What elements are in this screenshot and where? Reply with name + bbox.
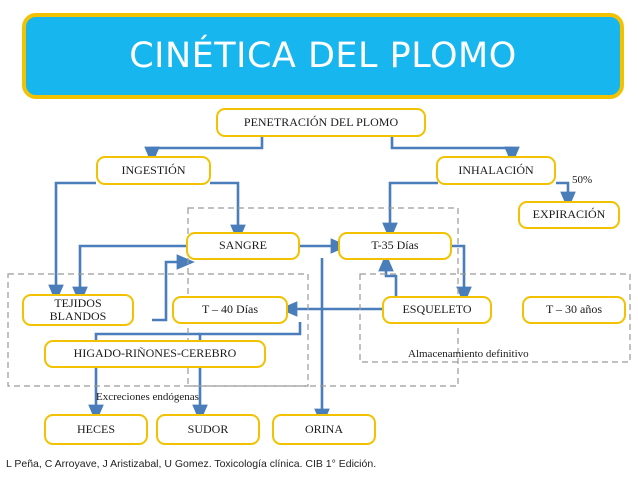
node-ingestion[interactable]: INGESTIÓN — [96, 156, 211, 185]
node-expiracion[interactable]: EXPIRACIÓN — [518, 201, 620, 229]
arrow-inhalacion-t35 — [382, 181, 438, 241]
node-tejidos-blandos[interactable]: TEJIDOS BLANDOS — [22, 294, 134, 326]
label-almacenamiento-definitivo: Almacenamiento definitivo — [408, 348, 529, 360]
source-caption: L Peña, C Arroyave, J Aristizabal, U Gom… — [6, 458, 377, 470]
page-title: CINÉTICA DEL PLOMO — [129, 36, 517, 76]
label-excreciones-endogenas: Excreciones endógenas — [96, 391, 199, 403]
arrow-ingestion-sangre — [210, 181, 246, 243]
arrow-penetracion-inhalacion — [390, 137, 520, 165]
node-penetracion-del-plomo[interactable]: PENETRACIÓN DEL PLOMO — [216, 108, 426, 137]
node-sudor[interactable]: SUDOR — [156, 414, 260, 445]
node-t40-dias[interactable]: T – 40 Días — [172, 296, 288, 324]
arrow-t40-sudor — [192, 322, 302, 423]
arrow-ingestion-tejidos — [48, 181, 96, 303]
arrow-t35-esqueleto — [452, 244, 472, 305]
arrow-sangre-left — [72, 244, 186, 305]
arrow-inhalacion-expiracion — [556, 181, 576, 210]
node-t30-anos[interactable]: T – 30 años — [522, 296, 626, 324]
node-t35-dias[interactable]: T-35 Días — [338, 232, 452, 260]
node-sangre[interactable]: SANGRE — [186, 232, 300, 260]
node-inhalacion[interactable]: INHALACIÓN — [436, 156, 556, 185]
title-banner: CINÉTICA DEL PLOMO — [22, 13, 624, 99]
node-orina[interactable]: ORINA — [272, 414, 376, 445]
label-50-percent: 50% — [572, 174, 593, 186]
arrow-penetracion-ingestion — [144, 137, 264, 165]
node-esqueleto[interactable]: ESQUELETO — [382, 296, 492, 324]
dashed-region-left — [7, 273, 309, 387]
node-higado-rinones-cerebro[interactable]: HIGADO-RIÑONES-CEREBRO — [44, 340, 266, 368]
arrow-esqueleto-t35 — [378, 253, 398, 296]
node-heces[interactable]: HECES — [44, 414, 148, 445]
